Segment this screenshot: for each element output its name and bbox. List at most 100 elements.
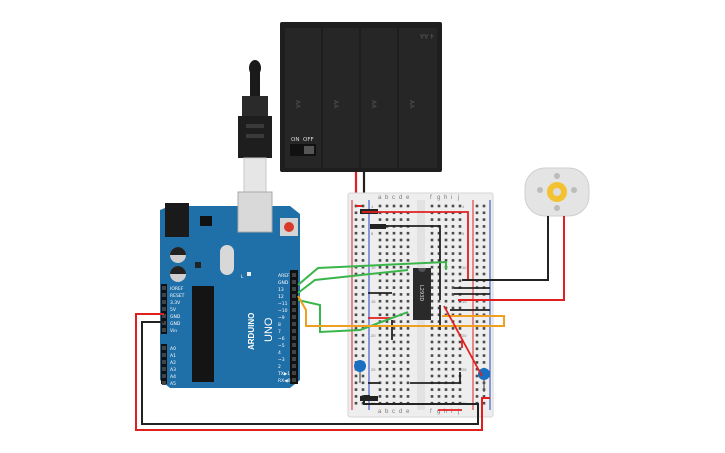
breadboard-hole[interactable] xyxy=(451,354,455,357)
breadboard-hole[interactable] xyxy=(354,225,358,228)
breadboard-hole[interactable] xyxy=(430,279,434,283)
breadboard-hole[interactable] xyxy=(437,252,441,255)
wire-5v-red[interactable] xyxy=(135,313,490,431)
digital-pin[interactable] xyxy=(292,371,296,375)
breadboard-hole[interactable] xyxy=(361,381,365,385)
breadboard-hole[interactable] xyxy=(458,231,462,235)
breadboard-hole[interactable] xyxy=(406,333,410,337)
breadboard-hole[interactable] xyxy=(406,306,410,310)
breadboard-hole[interactable] xyxy=(482,225,486,228)
breadboard-hole[interactable] xyxy=(399,320,403,323)
breadboard-hole[interactable] xyxy=(444,367,448,371)
breadboard-hole[interactable] xyxy=(430,374,434,378)
breadboard-hole[interactable] xyxy=(482,361,486,364)
breadboard-hole[interactable] xyxy=(451,299,455,303)
breadboard-hole[interactable] xyxy=(475,327,479,330)
breadboard-hole[interactable] xyxy=(392,218,396,221)
breadboard-hole[interactable] xyxy=(482,401,486,405)
breadboard-hole[interactable] xyxy=(451,306,455,310)
breadboard-hole[interactable] xyxy=(378,238,382,242)
breadboard-hole[interactable] xyxy=(361,333,365,337)
breadboard-hole[interactable] xyxy=(406,204,410,208)
breadboard-hole[interactable] xyxy=(437,333,441,337)
breadboard-hole[interactable] xyxy=(451,327,455,330)
breadboard-hole[interactable] xyxy=(406,286,410,289)
breadboard-hole[interactable] xyxy=(430,395,434,398)
breadboard-hole[interactable] xyxy=(430,361,434,364)
breadboard-hole[interactable] xyxy=(385,354,389,357)
breadboard-hole[interactable] xyxy=(392,272,396,276)
breadboard-hole[interactable] xyxy=(444,388,448,391)
breadboard-hole[interactable] xyxy=(378,306,382,310)
breadboard-hole[interactable] xyxy=(444,279,448,283)
breadboard-hole[interactable] xyxy=(437,367,441,371)
breadboard-hole[interactable] xyxy=(475,218,479,221)
breadboard-hole[interactable] xyxy=(354,252,358,255)
breadboard-hole[interactable] xyxy=(444,272,448,276)
breadboard-hole[interactable] xyxy=(354,259,358,262)
breadboard-hole[interactable] xyxy=(385,306,389,310)
wire-green[interactable] xyxy=(297,269,409,294)
breadboard-hole[interactable] xyxy=(437,245,441,249)
breadboard-hole[interactable] xyxy=(406,313,410,317)
breadboard-hole[interactable] xyxy=(399,367,403,371)
breadboard-hole[interactable] xyxy=(444,225,448,228)
dc-motor[interactable] xyxy=(524,167,590,217)
breadboard-hole[interactable] xyxy=(406,320,410,323)
breadboard-hole[interactable] xyxy=(392,340,396,344)
breadboard-hole[interactable] xyxy=(437,286,441,289)
breadboard-hole[interactable] xyxy=(392,320,396,323)
breadboard-hole[interactable] xyxy=(378,395,382,398)
breadboard-hole[interactable] xyxy=(385,395,389,398)
breadboard-hole[interactable] xyxy=(385,286,389,289)
digital-pin[interactable] xyxy=(292,336,296,340)
breadboard-hole[interactable] xyxy=(354,320,358,323)
breadboard-hole[interactable] xyxy=(458,279,462,283)
breadboard-hole[interactable] xyxy=(378,354,382,357)
arduino-uno[interactable]: L ARDUINO UNO AREFGND1312~11~10~987~6~54… xyxy=(160,191,300,388)
breadboard-hole[interactable] xyxy=(392,361,396,364)
breadboard-hole[interactable] xyxy=(430,218,434,221)
breadboard-hole[interactable] xyxy=(361,259,365,262)
breadboard-hole[interactable] xyxy=(361,299,365,303)
breadboard-hole[interactable] xyxy=(361,265,365,269)
analog-pin[interactable] xyxy=(162,346,166,350)
breadboard-hole[interactable] xyxy=(437,265,441,269)
breadboard-hole[interactable] xyxy=(378,313,382,317)
breadboard-hole[interactable] xyxy=(361,245,365,249)
breadboard-hole[interactable] xyxy=(430,252,434,255)
breadboard-hole[interactable] xyxy=(392,374,396,378)
breadboard-hole[interactable] xyxy=(392,265,396,269)
breadboard-hole[interactable] xyxy=(385,381,389,385)
breadboard-hole[interactable] xyxy=(430,259,434,262)
breadboard-hole[interactable] xyxy=(430,340,434,344)
breadboard-hole[interactable] xyxy=(475,231,479,235)
breadboard-hole[interactable] xyxy=(354,395,358,398)
breadboard-hole[interactable] xyxy=(385,245,389,249)
breadboard-hole[interactable] xyxy=(354,293,358,296)
breadboard-hole[interactable] xyxy=(361,204,365,208)
breadboard-hole[interactable] xyxy=(451,293,455,296)
capacitor-right[interactable] xyxy=(478,368,490,392)
breadboard-hole[interactable] xyxy=(399,218,403,221)
breadboard-hole[interactable] xyxy=(378,293,382,296)
breadboard-hole[interactable] xyxy=(378,367,382,371)
breadboard-hole[interactable] xyxy=(430,354,434,357)
breadboard-hole[interactable] xyxy=(458,354,462,357)
breadboard-hole[interactable] xyxy=(392,204,396,208)
breadboard-hole[interactable] xyxy=(451,265,455,269)
analog-pin[interactable] xyxy=(162,381,166,385)
digital-pin[interactable] xyxy=(292,322,296,326)
analog-pin[interactable] xyxy=(162,353,166,357)
breadboard-hole[interactable] xyxy=(406,354,410,357)
breadboard-hole[interactable] xyxy=(399,299,403,303)
breadboard-hole[interactable] xyxy=(458,347,462,351)
breadboard-hole[interactable] xyxy=(361,340,365,344)
breadboard-hole[interactable] xyxy=(475,361,479,364)
breadboard-hole[interactable] xyxy=(475,395,479,398)
breadboard-hole[interactable] xyxy=(392,313,396,317)
breadboard-hole[interactable] xyxy=(482,354,486,357)
breadboard-hole[interactable] xyxy=(430,333,434,337)
breadboard-hole[interactable] xyxy=(361,320,365,323)
breadboard-hole[interactable] xyxy=(399,306,403,310)
